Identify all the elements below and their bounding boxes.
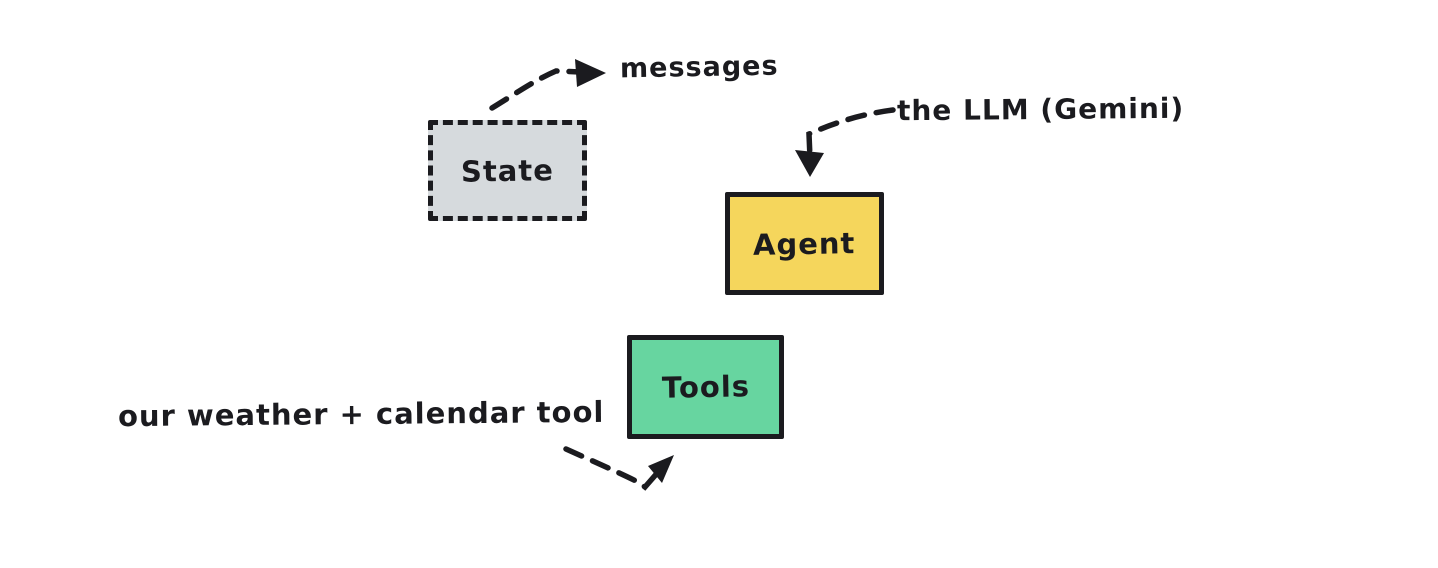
arrow-llm-to-agent-shaft	[806, 107, 896, 161]
node-tools-label: Tools	[661, 369, 750, 405]
arrowhead-down-icon	[795, 150, 824, 177]
node-agent: Agent	[725, 192, 884, 295]
arrow-llm-to-agent	[795, 107, 896, 177]
node-agent-label: Agent	[753, 225, 856, 262]
arrow-note-to-tools	[563, 446, 674, 491]
annotation-llm-gemini: the LLM (Gemini)	[896, 91, 1185, 128]
arrowhead-up-right-icon	[648, 455, 674, 483]
arrow-state-to-messages	[489, 59, 606, 111]
annotation-messages: messages	[619, 50, 779, 85]
arrowhead-right-icon	[575, 59, 606, 87]
node-state: State	[428, 120, 587, 221]
arrow-state-to-messages-shaft	[489, 68, 583, 111]
annotation-weather-calendar-tool: our weather + calendar tool	[117, 394, 605, 434]
node-tools: Tools	[627, 335, 784, 439]
node-state-label: State	[460, 152, 555, 189]
arrow-note-to-tools-shaft	[563, 446, 662, 491]
